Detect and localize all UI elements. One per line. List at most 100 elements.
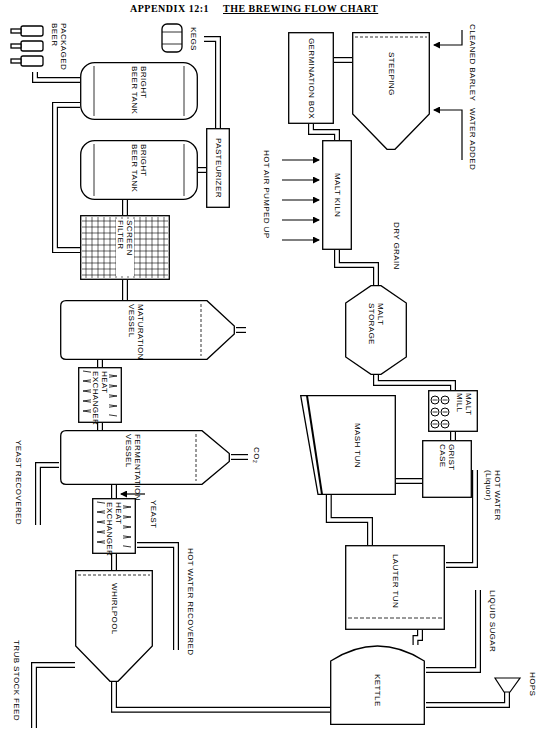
pipe-connector (114, 682, 330, 710)
flow-label: LIQUID SUGAR (488, 590, 497, 652)
label-group: MATURATION VESSEL (126, 304, 144, 356)
label-group: FERMENTATION VESSEL (124, 434, 142, 481)
vessel-node: MALT KILN (322, 140, 352, 250)
pipe-wall (198, 167, 206, 173)
flow-label: HOPS (528, 672, 537, 696)
pipe-connector (99, 423, 100, 430)
side-pipes (34, 330, 507, 728)
pipe-bore (198, 168, 206, 172)
vessel-node: HEAT EXCHANGER (92, 498, 136, 554)
vessel-node: STEEPING (352, 32, 430, 150)
pipe-wall (111, 485, 117, 498)
pipe-connector (311, 124, 337, 140)
flow-label: CLEANED BARLEY (468, 24, 477, 101)
pipe-bore (114, 682, 330, 710)
vessel-node: MATURATION VESSEL (60, 300, 235, 360)
label-group: MALT KILN (332, 173, 341, 217)
vessel-node: KEGS (160, 20, 204, 58)
pipe-wall (329, 495, 370, 545)
vessel-node: SCREEN FILTER (80, 215, 170, 280)
vessel-label: GRIST CASE (438, 444, 456, 494)
vessel-label: MALT STORAGE (367, 303, 385, 357)
pipe-connector (125, 200, 126, 215)
flow-label: HOT WATER (Liquor) (484, 470, 502, 522)
pipe-wall (396, 478, 422, 484)
label-group: BRIGHT BEER TANK (130, 66, 148, 116)
vessel-node: GERMINATION BOX (288, 32, 334, 124)
vessel-outline (300, 395, 396, 495)
vessel-label: STEEPING (386, 52, 395, 96)
label-group: WHIRLPOOL (109, 583, 118, 635)
pipe-wall (311, 124, 337, 140)
vessel-node: KETTLE (330, 645, 425, 725)
pipe-connector (334, 60, 352, 61)
vessel-label: MATURATION VESSEL (126, 304, 144, 356)
flow-label: TRUB STOCK FEED (12, 640, 21, 721)
vessel-label: KEGS (189, 27, 198, 51)
label-group: PASTEURIZER (213, 138, 222, 198)
pipe-connector (35, 72, 80, 80)
pipe-connector (124, 280, 125, 300)
pipe-wall (97, 360, 103, 367)
pipe-connector (453, 432, 454, 440)
pipe-wall (204, 39, 218, 128)
label-group: KETTLE (373, 674, 382, 707)
pipe-wall (55, 105, 80, 250)
pipe-wall (416, 630, 421, 645)
vessel-label: LAUTER TUN (390, 554, 399, 608)
vessel-node: FERMENTATION VESSEL (60, 430, 230, 485)
vessel-label: FERMENTATION VESSEL (124, 434, 142, 481)
vessel-node: PACKAGED BEER (8, 20, 74, 72)
flow-label: HOT AIR PUMPED UP (262, 150, 271, 238)
label-group: KEGS (189, 27, 198, 51)
vessel-node: MASH TUN (300, 395, 396, 495)
pipe-connector (55, 105, 80, 250)
pipe-wall (334, 57, 352, 63)
label-group: HEAT EXCHANGER (91, 370, 109, 420)
pipe-bore (451, 432, 455, 440)
vessel-node: BRIGHT BEER TANK (80, 140, 198, 200)
pipe-connector (198, 170, 206, 171)
label-group: GRIST CASE (438, 444, 456, 494)
pipe-bore (98, 423, 102, 430)
pipe-wall (450, 432, 456, 440)
vessel-label: BRIGHT BEER TANK (130, 66, 148, 116)
pipe-connector (114, 554, 115, 570)
flow-label: YEAST RECOVERED (14, 440, 23, 525)
vessel-node: HEAT EXCHANGER (78, 367, 122, 423)
label-group: STEEPING (386, 52, 395, 96)
vessel-label: PASTEURIZER (213, 138, 222, 198)
pipe-wall (97, 423, 103, 430)
vessel-node: LAUTER TUN (345, 545, 445, 630)
label-group: LAUTER TUN (390, 554, 399, 608)
pipe-bore (35, 72, 80, 80)
pipe-connector (114, 485, 115, 498)
vessel-label: KETTLE (373, 674, 382, 707)
label-group: MASH TUN (352, 423, 361, 468)
vessel-label: BRIGHT BEER TANK (130, 144, 148, 196)
flow-label: DRY GRAIN (392, 222, 401, 270)
pipe-connector (100, 360, 101, 367)
pipe-wall (122, 280, 128, 300)
pipe-connector (337, 250, 376, 285)
pipe-connector (329, 495, 370, 545)
pipe-bore (376, 375, 453, 390)
vessel-label: MASH TUN (352, 423, 361, 468)
vessel-node: WHIRLPOOL (75, 570, 153, 682)
vessel-node: GRIST CASE (422, 440, 472, 498)
vessel-label: HEAT EXCHANGER (105, 501, 123, 551)
pipe-bore (416, 630, 421, 645)
label-group: MALT STORAGE (367, 303, 385, 357)
label-group: HEAT EXCHANGER (105, 501, 123, 551)
vessel-label: HEAT EXCHANGER (91, 370, 109, 420)
vessel-node: MALT STORAGE (345, 285, 407, 375)
vessel-outline (60, 300, 235, 360)
vessel-outline (60, 430, 230, 485)
vessel-label: SCREEN FILTER (116, 219, 134, 276)
pipe-bore (329, 495, 370, 545)
pipe-connector (204, 39, 218, 128)
chart-title: THE BREWING FLOW CHART (223, 3, 378, 14)
pipe-wall (111, 554, 117, 570)
pipe-bore (123, 200, 127, 215)
pipe-connector (416, 630, 421, 645)
